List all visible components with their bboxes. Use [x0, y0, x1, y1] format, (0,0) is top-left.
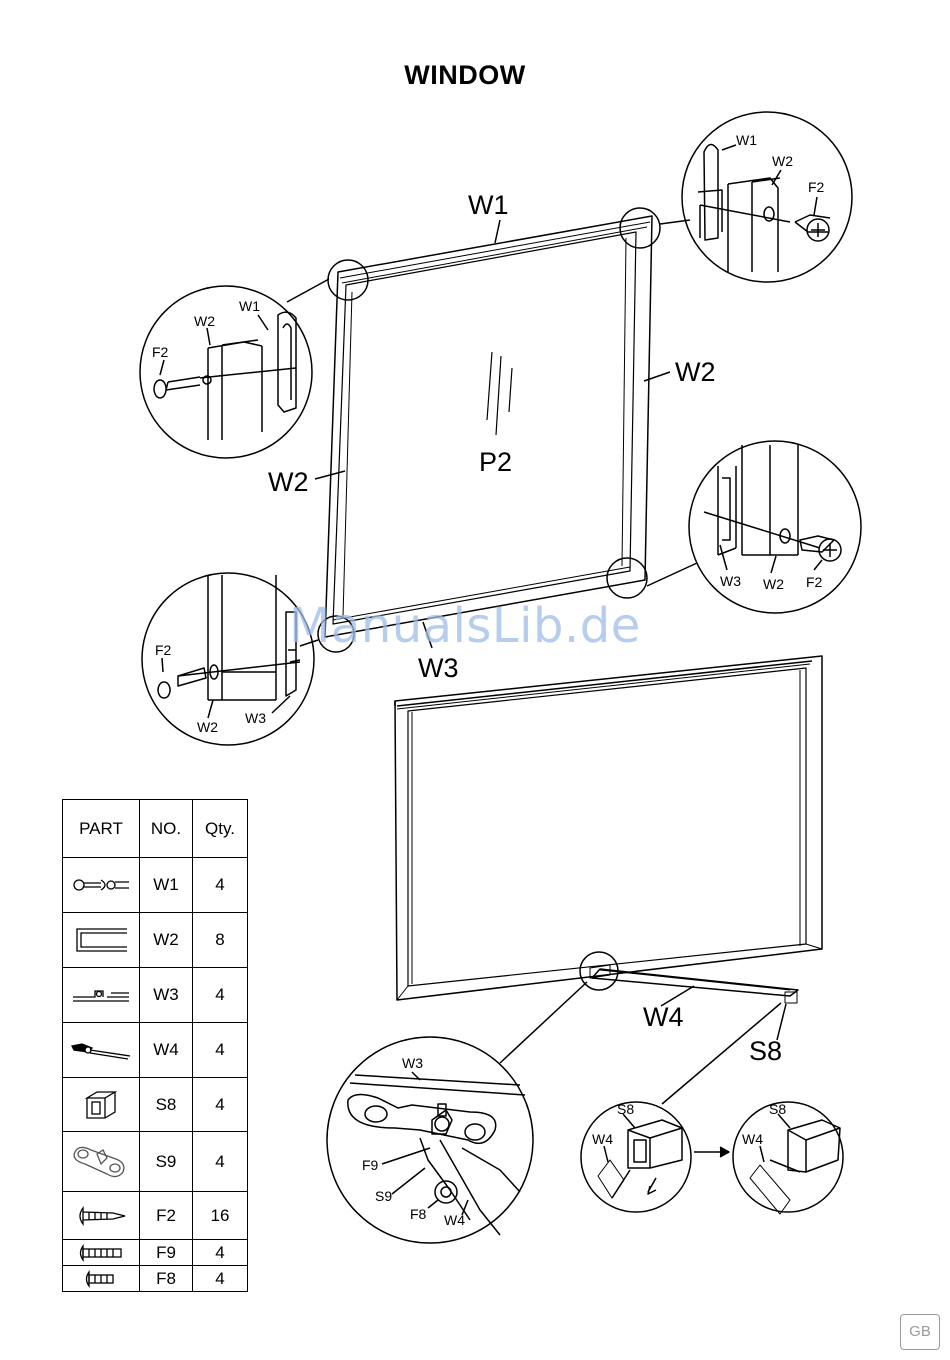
- table-header-row: PART NO. Qty.: [63, 800, 248, 858]
- w1-clip-icon: [63, 858, 140, 913]
- detail-label-w1: W1: [239, 298, 260, 314]
- part-qty: 4: [193, 1240, 248, 1266]
- detail-label-w3: W3: [245, 710, 266, 726]
- table-row: W1 4: [63, 858, 248, 913]
- detail-label-w1: W1: [736, 132, 757, 148]
- table-row: F2 16: [63, 1192, 248, 1240]
- label-w2-right: W2: [675, 357, 716, 387]
- detail-label-s8: S8: [769, 1101, 786, 1117]
- part-qty: 16: [193, 1192, 248, 1240]
- detail-circle-bracket: [327, 1037, 533, 1243]
- detail-label-w2: W2: [772, 153, 793, 169]
- part-number: S9: [140, 1132, 193, 1192]
- part-number: S8: [140, 1078, 193, 1132]
- detail-label-w4: W4: [592, 1131, 613, 1147]
- language-badge: GB: [900, 1314, 940, 1350]
- detail-label-f2: F2: [152, 344, 169, 360]
- column-header-no: NO.: [140, 800, 193, 858]
- label-p2: P2: [479, 447, 512, 477]
- arrow-icon: [694, 1147, 729, 1157]
- label-w4: W4: [643, 1002, 684, 1032]
- part-number: W1: [140, 858, 193, 913]
- detail-circle-top-left: [140, 286, 312, 458]
- detail-label-w4: W4: [444, 1212, 465, 1228]
- watermark: ManualsLib.de: [289, 598, 641, 654]
- detail-label-f2: F2: [808, 179, 825, 195]
- column-header-part: PART: [63, 800, 140, 858]
- part-qty: 4: [193, 1078, 248, 1132]
- detail-circle-s8-before: [581, 1102, 691, 1212]
- detail-label-w2: W2: [194, 313, 215, 329]
- table-row: W2 8: [63, 913, 248, 968]
- table-row: F9 4: [63, 1240, 248, 1266]
- part-number: W2: [140, 913, 193, 968]
- table-row: F8 4: [63, 1266, 248, 1292]
- detail-label-s9: S9: [375, 1188, 392, 1204]
- s8-cap-icon: [63, 1078, 140, 1132]
- detail-label-w2: W2: [763, 576, 784, 592]
- table-row: W3 4: [63, 968, 248, 1023]
- label-w2-left: W2: [268, 467, 309, 497]
- part-number: F8: [140, 1266, 193, 1292]
- part-number: F9: [140, 1240, 193, 1266]
- detail-label-w3: W3: [402, 1055, 423, 1071]
- detail-label-f8: F8: [410, 1206, 427, 1222]
- detail-circle-s8-after: [733, 1102, 843, 1214]
- part-qty: 4: [193, 858, 248, 913]
- part-number: W3: [140, 968, 193, 1023]
- detail-label-w2: W2: [197, 719, 218, 735]
- detail-circle-top-right: [682, 112, 852, 282]
- w3-clip-icon: [63, 968, 140, 1023]
- detail-label-f9: F9: [362, 1157, 379, 1173]
- detail-label-w4: W4: [742, 1131, 763, 1147]
- label-w3-bottom: W3: [418, 653, 459, 683]
- part-qty: 8: [193, 913, 248, 968]
- window-frame-upper: [287, 208, 697, 652]
- parts-table: PART NO. Qty. W1 4 W2 8 W3 4 W4 4 S8: [62, 799, 248, 1292]
- s9-bracket-icon: [63, 1132, 140, 1192]
- table-row: S8 4: [63, 1078, 248, 1132]
- label-w1-top: W1: [468, 190, 509, 220]
- w4-stay-icon: [63, 1023, 140, 1078]
- part-qty: 4: [193, 968, 248, 1023]
- part-qty: 4: [193, 1266, 248, 1292]
- f8-nut-icon: [63, 1266, 140, 1292]
- f9-bolt-icon: [63, 1240, 140, 1266]
- label-s8: S8: [749, 1036, 782, 1066]
- part-qty: 4: [193, 1132, 248, 1192]
- part-qty: 4: [193, 1023, 248, 1078]
- detail-label-s8: S8: [617, 1101, 634, 1117]
- detail-label-f2: F2: [806, 574, 823, 590]
- detail-label-w3: W3: [720, 573, 741, 589]
- w2-channel-icon: [63, 913, 140, 968]
- part-number: F2: [140, 1192, 193, 1240]
- f2-screw-icon: [63, 1192, 140, 1240]
- detail-label-f2: F2: [155, 642, 172, 658]
- part-number: W4: [140, 1023, 193, 1078]
- table-row: W4 4: [63, 1023, 248, 1078]
- column-header-qty: Qty.: [193, 800, 248, 858]
- table-row: S9 4: [63, 1132, 248, 1192]
